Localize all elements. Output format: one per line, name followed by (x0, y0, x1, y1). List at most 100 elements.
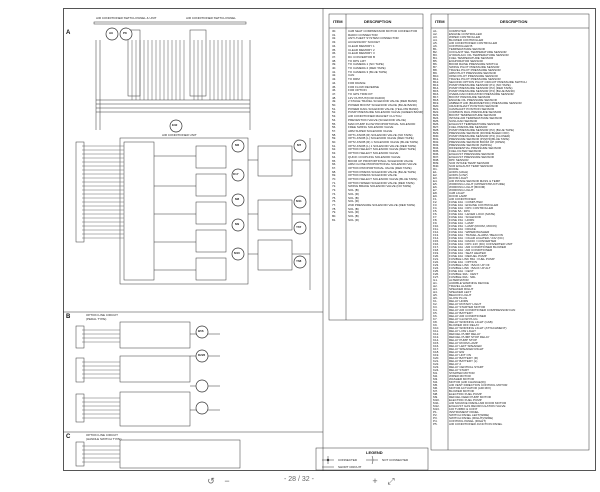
table-row-description: FUSE 10A : ENGINE CONTROLLER (449, 203, 499, 207)
table-row-description: SOL (R) (348, 191, 359, 196)
table-row-item: M7. (433, 389, 439, 393)
panel-right-label: AIR CONDITIONER SWITCH PANEL (186, 16, 236, 20)
table-row-item: B35. (433, 149, 440, 153)
table-row-item: H4. (433, 290, 438, 294)
table-row-description: 12V OUTPUT(FOR RADIO) (348, 95, 386, 100)
table-row-item: K16. (433, 344, 440, 348)
table-row-item: K7. (433, 317, 438, 321)
table-row-description: RELAY ROOM LAMP (449, 341, 478, 345)
connector-label: Y67 (296, 225, 302, 229)
table-row-description: WIPER MOTOR (449, 374, 471, 378)
table-row-item: K21. (433, 359, 440, 363)
table-row-item: 62. (332, 147, 337, 152)
table-row-description: OPT1-KNOB (R) SOLENOID VALVE (NO TAPE) (348, 132, 413, 137)
table-row-item: B28. (433, 128, 440, 132)
table-row-description: FOR FLOW REVERSE (348, 84, 380, 89)
rotate-left-icon[interactable]: ↺ (207, 476, 215, 486)
table-row-item: M12. (433, 404, 440, 408)
table-row-item: B22. (433, 110, 440, 114)
table-row-item: 44. (332, 80, 337, 85)
table-row-item: 66. (332, 162, 337, 167)
table-row-item: E7. (433, 188, 438, 192)
table-row-item: B33. (433, 143, 440, 147)
table-row-description: TRAVEL PILOT PRESSURE SENSOR (449, 68, 501, 72)
table-row-description: CRANKSHAFT POSITION SENSOR (449, 104, 498, 108)
unit-label: AIR CONDITIONER UNIT (162, 133, 197, 137)
section-b-label: B (66, 314, 71, 320)
table-row-description: CAB SEAT COMPRESSOR MOTOR CONNECTOR (348, 29, 418, 33)
table-row-description: DIFFERENTIAL PRESSURE SENSOR (449, 146, 502, 150)
table-row-item: B18. (433, 98, 440, 102)
table-row-description: MAIN PUMP FLOW PROPORTIONAL SOLENOID (348, 121, 416, 126)
table-row-description: PUMP PRESSURE SENSOR (P3) (CLOSED) (449, 134, 511, 138)
table-row-item: A4. (433, 38, 438, 42)
table-row-description: MOTOR (AIR CHANGE(R)) (449, 380, 486, 384)
table-row-description: POWER DAIG SOLENOID VALVE (YELLOW BAND) (348, 106, 419, 111)
table-row-item: 51. (332, 106, 337, 111)
table-row-description: OPTION SPEED SOLENOID VALVE (RED TAPE) (348, 180, 415, 185)
table-row-description: 100 TURBO & CONT (449, 407, 478, 411)
table-row-item: E1. (433, 170, 438, 174)
table-row-description: HORN (HIGH) (449, 170, 469, 174)
table1-desc-header: DESCRIPTION (364, 19, 392, 24)
table-row-description: FUSE 10A : WIPER/WASHER (449, 230, 490, 234)
table-row-description: AIR CONDITIONER JUNCTION PANEL (449, 422, 503, 426)
table-row-item: F20. (433, 254, 440, 258)
table-row-description: FUSE 10A : LAMP (449, 221, 474, 225)
table-row-description: RELAY WORKING LIGHT (CAB) (449, 320, 493, 324)
table-row-item: 37. (332, 54, 337, 59)
table-row-item: B31. (433, 137, 440, 141)
table-row-description: OPEN PILOT PRESSURE SENSOR (449, 74, 498, 78)
table-row-item: F2. (433, 200, 438, 204)
table-row-description: TO CAMERA 1 (NO TAPE) (348, 62, 384, 67)
table-row-item: A6. (433, 44, 438, 48)
table-row-item: 58. (332, 132, 337, 137)
table-row-item: B34. (433, 146, 440, 150)
diagram-frame (63, 8, 596, 471)
table-row-item: B20. (433, 104, 440, 108)
connector-label: M11 (296, 199, 302, 203)
connector-label: M10 (234, 251, 240, 255)
table-row-item: 69. (332, 173, 337, 178)
table-row-description: SWING BRAKE SOLENOID VALVE (NO TAPE) (348, 184, 412, 189)
table-row-description: FREE SWING SOLENOID VALVE (348, 125, 394, 130)
table-row-description: AIR SOURCE FRESH AIR DOOR MOTOR (449, 401, 507, 405)
table-row-item: K23. (433, 365, 440, 369)
table-row-item: B25. (433, 119, 440, 123)
table-row-description: CONTROLLER B (449, 44, 473, 48)
table-row-description: TO DPS LMT (348, 58, 366, 63)
table-row-item: B17. (433, 95, 440, 99)
table-row-description: GLOW PLUG (449, 296, 468, 300)
table-row-item: H5. (433, 293, 438, 297)
fit-icon[interactable]: ⤢ (387, 476, 395, 486)
table-row-item: F10. (433, 224, 440, 228)
table-row-item: B30. (433, 134, 440, 138)
table-row-description: HYDRAULIC OIL TEMPERATURE SENSOR (449, 53, 509, 57)
table-row-item: F22. (433, 260, 440, 264)
table-row-item: 59. (332, 136, 337, 141)
table-row-item: K3. (433, 305, 438, 309)
table-row-description: OPTION SELECT SOLENOID VALVE (BLUE TAPE) (348, 177, 418, 181)
table-row-description: RELAY STARTER MOTOR (449, 305, 486, 309)
table-row-description: RADIO CONNECTOR (348, 32, 378, 37)
table-row-description: FUEL FILTER SENSOR (449, 149, 482, 153)
table-row-description: ACCESSORY SOCKET (348, 40, 380, 45)
table-row-description: BOOST PRESSURE SENSOR (449, 95, 491, 99)
table-row-description: FUSIBLE LINK : BACK UP OF (449, 263, 490, 267)
table-row-item: A2. (433, 32, 438, 36)
zoom-out-icon[interactable]: − (224, 476, 230, 486)
table-row-description: BOOST TEMPERATURE SENSOR (449, 113, 497, 117)
table-row-description: RELAY ROTARY LIGHT (449, 302, 482, 306)
table-row-description: AIR CONDITIONER MAGNET CLUTCH (348, 114, 402, 119)
table-row-description: BOOM UP PROPORTIONAL SOLENOID VALVE (348, 158, 414, 163)
table-row-item: M3. (433, 377, 439, 381)
table-row-item: 65. (332, 158, 337, 163)
table-row-item: B9. (433, 71, 438, 75)
zoom-in-icon[interactable]: + (372, 476, 378, 486)
table-row-item: H1. (433, 281, 438, 285)
table-row-description: FUSE 10A : SEAT HEATER (449, 251, 486, 255)
table-row-item: 52. (332, 110, 337, 115)
table-row-description: PRESSURE SENSOR (P3)(P4)(BLUE TAPE) (449, 137, 510, 141)
table-row-item: E6. (433, 185, 438, 189)
